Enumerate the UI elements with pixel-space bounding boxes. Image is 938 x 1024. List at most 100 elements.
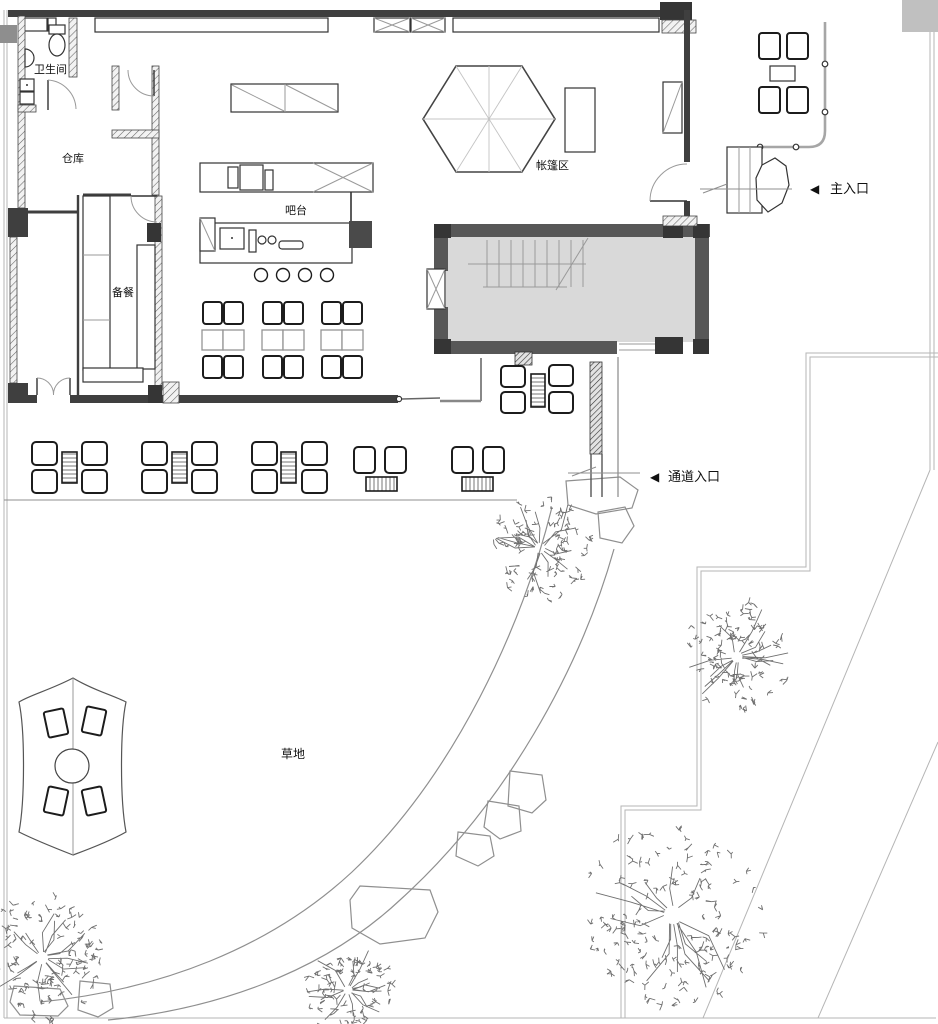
x-window	[410, 17, 446, 33]
tree	[493, 496, 594, 603]
label-washroom: 卫生间	[34, 62, 67, 76]
pivot-hinge	[395, 395, 403, 403]
chair	[451, 446, 474, 474]
toilet-fixture	[48, 24, 66, 57]
chair	[141, 469, 168, 494]
chair	[42, 785, 70, 817]
chair	[301, 469, 328, 494]
chair	[251, 441, 278, 466]
chair	[202, 301, 223, 325]
chair	[758, 86, 781, 114]
entry-terrace: ◀ 主入口	[700, 22, 869, 214]
chair	[500, 365, 526, 388]
chair	[262, 355, 283, 379]
chair	[321, 301, 342, 325]
counter	[82, 367, 144, 383]
table	[320, 329, 343, 351]
table	[280, 451, 297, 484]
road-edge-line	[702, 469, 931, 1019]
chair	[223, 301, 244, 325]
label-lawn: 草地	[281, 747, 305, 761]
chair	[31, 441, 58, 466]
fence-post	[821, 60, 829, 68]
bar-stool	[253, 267, 269, 283]
stair-terrace-seating	[500, 364, 574, 414]
table	[365, 476, 398, 492]
chair	[786, 32, 809, 60]
door-swing	[130, 195, 158, 223]
chair	[283, 301, 304, 325]
label-tent-area: 帐篷区	[536, 158, 569, 172]
chair	[342, 355, 363, 379]
tree	[587, 825, 768, 1011]
x-window	[426, 268, 446, 310]
dining-tables	[201, 301, 364, 379]
road-edge-line	[817, 741, 938, 1019]
bar-stool	[319, 267, 335, 283]
tree	[686, 597, 789, 713]
room-prep: 备餐	[82, 193, 180, 404]
door-swing	[47, 79, 77, 110]
chair	[202, 355, 223, 379]
label-bar: 吧台	[285, 203, 307, 217]
chair	[301, 441, 328, 466]
stair-treads	[468, 237, 589, 291]
label-main-entrance: 主入口	[830, 181, 869, 196]
bar-area: 吧台	[199, 83, 374, 283]
chair	[81, 441, 108, 466]
table	[564, 87, 596, 153]
round-table	[54, 748, 90, 784]
room-vestibule	[111, 65, 160, 196]
table	[461, 476, 494, 492]
chair	[31, 469, 58, 494]
door-swing	[649, 163, 688, 202]
chair	[500, 391, 526, 414]
double-door	[36, 377, 71, 396]
table	[201, 329, 224, 351]
chair	[80, 785, 108, 817]
chair	[283, 355, 304, 379]
table	[222, 329, 245, 351]
counter	[136, 244, 156, 370]
stepping-stones	[9, 476, 639, 1018]
canopy-seating	[18, 677, 127, 856]
table	[769, 65, 796, 82]
chair	[384, 446, 407, 474]
tree	[0, 892, 103, 1024]
chair	[342, 301, 363, 325]
chair	[223, 355, 244, 379]
chair	[786, 86, 809, 114]
x-window	[373, 17, 411, 33]
room-washroom: 卫生间	[17, 17, 78, 113]
tent-area: 帐篷区	[422, 65, 683, 173]
fence-post	[792, 143, 800, 151]
chair	[42, 707, 70, 739]
label-passage-entrance: 通道入口	[668, 469, 720, 484]
stair-core	[426, 215, 710, 366]
shelf	[230, 83, 339, 113]
chair	[758, 32, 781, 60]
counter	[82, 195, 111, 371]
chair	[482, 446, 505, 474]
table	[171, 451, 188, 484]
table	[261, 329, 284, 351]
table	[61, 451, 78, 484]
chair	[262, 301, 283, 325]
espresso-machine	[227, 164, 274, 191]
chair	[80, 705, 108, 737]
equipment-block	[349, 221, 372, 248]
label-storage: 仓库	[62, 151, 84, 165]
outdoor-seating-row	[4, 441, 517, 501]
chair	[251, 469, 278, 494]
tree	[303, 950, 396, 1024]
bar-stool	[275, 267, 291, 283]
chair	[81, 469, 108, 494]
chair	[191, 469, 218, 494]
table	[530, 373, 546, 408]
table	[341, 329, 364, 351]
chair	[353, 446, 376, 474]
left-arrow-icon: ◀	[810, 182, 820, 196]
chair	[548, 391, 574, 414]
